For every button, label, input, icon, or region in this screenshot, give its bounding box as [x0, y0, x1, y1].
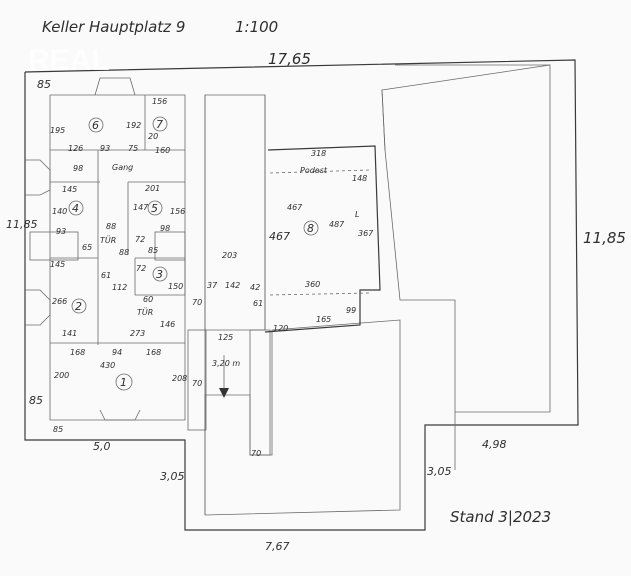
dim-label: 72 — [136, 264, 146, 273]
dim-label: 195 — [50, 126, 65, 135]
dim-label: 430 — [100, 361, 115, 370]
hatched-bottom-block — [204, 319, 401, 516]
dim-label: 168 — [70, 348, 85, 357]
hatched-stair-wall — [249, 329, 271, 456]
dim-label: 146 — [160, 320, 175, 329]
dim-label: 156 — [170, 207, 185, 216]
dim-label: 367 — [358, 229, 374, 238]
dim-label: 112 — [112, 283, 127, 292]
dim-label: 168 — [146, 348, 161, 357]
dim-label: 42 — [250, 283, 260, 292]
dim-label: 65 — [82, 243, 92, 252]
dim-label: 61 — [253, 299, 263, 308]
dim-label: 72 — [135, 235, 145, 244]
dim-label: 61 — [101, 271, 111, 280]
dim-label: 467 — [287, 203, 303, 212]
dim-offset-top: 85 — [37, 78, 51, 91]
room-number: 7 — [156, 118, 163, 131]
dim-label: 126 — [68, 144, 83, 153]
dim-label: 145 — [50, 260, 65, 269]
dim-label: TÜR — [100, 235, 116, 245]
dim-step-left: 3,05 — [160, 470, 185, 483]
plan-title: Keller Hauptplatz 9 — [42, 18, 185, 36]
dim-label: 148 — [352, 174, 367, 183]
hatched-stair-wall-left — [187, 329, 207, 431]
dim-label: 273 — [130, 329, 145, 338]
room-number: 4 — [72, 202, 79, 215]
dim-label: 140 — [52, 207, 67, 216]
hatched-wall-4 — [29, 231, 79, 261]
dim-label: 467 — [269, 230, 290, 243]
dim-label: 192 — [126, 121, 141, 130]
dim-label: 70 — [251, 449, 261, 458]
room-number: 1 — [120, 376, 127, 389]
room-8-outline — [264, 145, 381, 333]
dim-label: 200 — [54, 371, 69, 380]
dim-label: 88 — [119, 248, 129, 257]
dim-width-top: 17,65 — [268, 50, 311, 68]
dim-label: 487 — [329, 220, 345, 229]
dim-label: 93 — [100, 144, 110, 153]
dim-label: 266 — [52, 297, 67, 306]
dim-label: 165 — [316, 315, 331, 324]
room-markers: 1 2 3 4 5 6 7 8 — [68, 116, 319, 391]
dim-label: 120 — [273, 324, 288, 333]
dim-label: 75 — [128, 144, 138, 153]
dim-offset-bottom: 85 — [29, 394, 43, 407]
dim-label: 141 — [62, 329, 77, 338]
room-number: 2 — [75, 300, 82, 313]
room-label-gang: Gang — [112, 163, 133, 172]
dimension-labels: 156 195 192 20 126 93 75 160 98 145 201 … — [50, 97, 374, 458]
dim-label: 160 — [155, 146, 170, 155]
hatched-right-block — [381, 64, 551, 413]
room-label-podest: Podest — [300, 166, 328, 175]
status-date: Stand 3|2023 — [450, 508, 551, 526]
dim-bottom-right: 4,98 — [482, 438, 507, 451]
dim-label: 360 — [305, 280, 320, 289]
dim-label: 203 — [222, 251, 237, 260]
dim-label: 142 — [225, 281, 240, 290]
plan-scale: 1:100 — [235, 18, 278, 36]
dim-label: 156 — [152, 97, 167, 106]
watermark-logo: REAL — [28, 44, 110, 77]
dim-label: 20 — [148, 132, 158, 141]
dim-label: 94 — [112, 348, 122, 357]
dim-label: TÜR — [137, 307, 153, 317]
dim-label: 85 — [148, 246, 158, 255]
dim-step-right: 3,05 — [427, 465, 452, 478]
dim-height-left: 11,85 — [6, 218, 38, 231]
dim-label: 318 — [311, 149, 326, 158]
dim-label: 145 — [62, 185, 77, 194]
room-label-l: L — [355, 210, 359, 219]
dim-label: 208 — [172, 374, 187, 383]
dim-label: 88 — [106, 222, 116, 231]
dim-label: 70 — [192, 298, 202, 307]
dim-label: 98 — [160, 224, 170, 233]
dim-label: 98 — [73, 164, 83, 173]
dim-bottom-middle: 7,67 — [265, 540, 290, 553]
hatched-wall-5 — [154, 231, 186, 261]
dim-label: 201 — [145, 184, 160, 193]
dim-label: 70 — [192, 379, 202, 388]
dim-label: 60 — [143, 295, 153, 304]
room-number: 6 — [92, 119, 99, 132]
dim-height-right: 11,85 — [583, 229, 626, 247]
outer-wall — [24, 59, 579, 531]
hatched-column — [204, 94, 266, 331]
dim-label: 150 — [168, 282, 183, 291]
dim-label: 147 — [133, 203, 149, 212]
dim-label: 37 — [207, 281, 218, 290]
dim-label: 125 — [218, 333, 233, 342]
dim-bottom-left: 5,0 — [93, 440, 111, 453]
dim-label: 3,20 m — [212, 359, 240, 368]
dim-label: 93 — [56, 227, 66, 236]
dim-label: 85 — [53, 425, 63, 434]
room-number: 3 — [156, 268, 163, 281]
dim-label: 99 — [346, 306, 356, 315]
room-number: 8 — [307, 222, 314, 235]
room-number: 5 — [151, 202, 158, 215]
